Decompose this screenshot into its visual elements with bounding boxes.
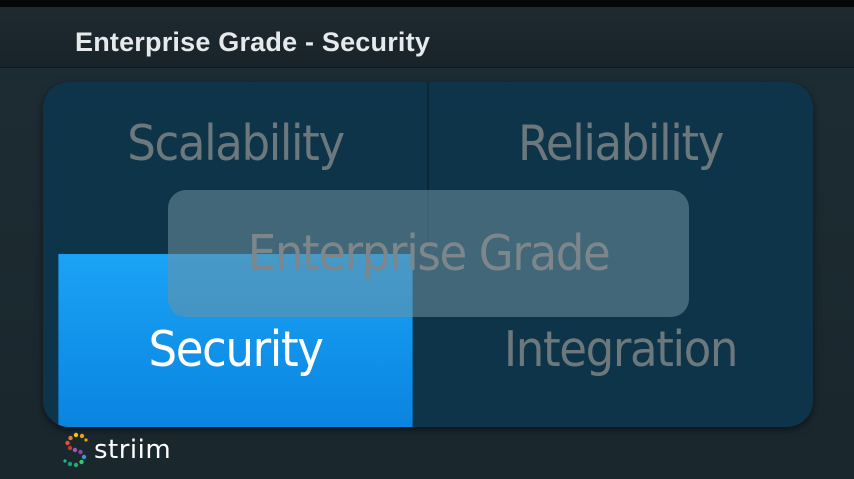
center-overlay: Enterprise Grade bbox=[168, 190, 689, 317]
quadrant-security-label: Security bbox=[148, 321, 323, 378]
quadrant-scalability-label: Scalability bbox=[127, 114, 345, 172]
quadrant-scalability[interactable]: Scalability bbox=[58, 82, 412, 254]
striim-logo-icon bbox=[63, 432, 88, 468]
slide-title: Enterprise Grade - Security bbox=[75, 27, 431, 57]
center-label: Enterprise Grade bbox=[247, 225, 611, 282]
striim-logo-text: striim bbox=[94, 435, 172, 465]
quadrant-reliability[interactable]: Reliability bbox=[443, 82, 797, 254]
quadrant-integration[interactable]: Integration bbox=[443, 254, 797, 427]
striim-logo: striim bbox=[62, 430, 171, 470]
quadrant-reliability-label: Reliability bbox=[517, 114, 724, 172]
quadrant-integration-label: Integration bbox=[503, 321, 739, 378]
top-edge bbox=[0, 0, 854, 7]
quadrant-divider bbox=[427, 82, 429, 254]
title-bar: Enterprise Grade - Security bbox=[0, 7, 854, 68]
